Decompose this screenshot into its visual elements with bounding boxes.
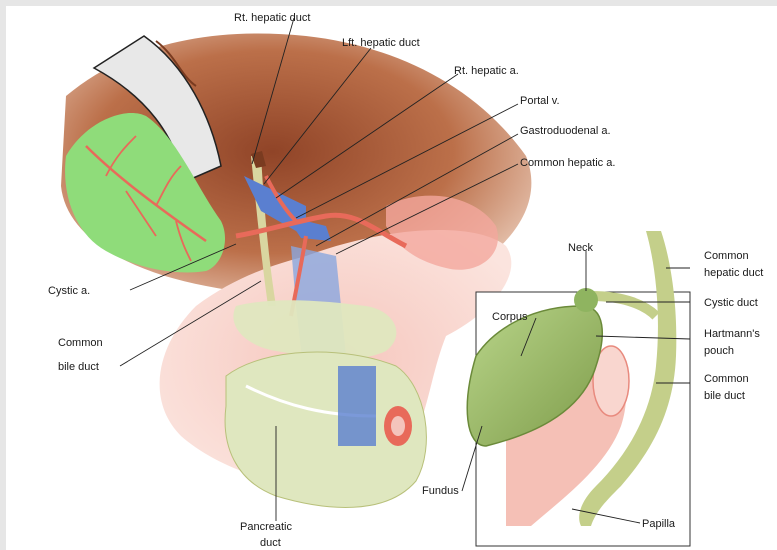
label-common-hepatic-a: Common hepatic a. (520, 157, 615, 169)
label-hartmanns-line2: pouch (704, 345, 734, 357)
label-common-bile-duct-right-line1: Common (704, 373, 749, 385)
label-lft-hepatic-duct: Lft. hepatic duct (342, 37, 420, 49)
label-pancreatic-duct-line1: Pancreatic (240, 521, 292, 533)
label-common-bile-duct-left-line2: bile duct (58, 361, 99, 373)
label-neck: Neck (568, 242, 594, 254)
label-common-hepatic-duct-line1: Common (704, 250, 749, 262)
diagram-svg: Rt. hepatic duct Lft. hepatic duct Rt. h… (6, 6, 777, 550)
label-rt-hepatic-a: Rt. hepatic a. (454, 65, 519, 77)
label-portal-v: Portal v. (520, 95, 560, 107)
label-rt-hepatic-duct: Rt. hepatic duct (234, 12, 310, 24)
label-cystic-a: Cystic a. (48, 285, 90, 297)
anatomy-figure: Rt. hepatic duct Lft. hepatic duct Rt. h… (6, 6, 777, 550)
label-fundus: Fundus (422, 485, 459, 497)
label-cystic-duct: Cystic duct (704, 297, 758, 309)
label-pancreatic-duct-line2: duct (260, 537, 281, 549)
label-papilla: Papilla (642, 518, 676, 530)
pancreas (225, 300, 426, 507)
label-common-bile-duct-left-line1: Common (58, 337, 103, 349)
label-common-hepatic-duct-line2: hepatic duct (704, 267, 763, 279)
label-gastroduodenal-a: Gastroduodenal a. (520, 125, 611, 137)
label-common-bile-duct-right-line2: bile duct (704, 390, 745, 402)
label-corpus: Corpus (492, 311, 528, 323)
label-hartmanns-line1: Hartmann's (704, 328, 760, 340)
